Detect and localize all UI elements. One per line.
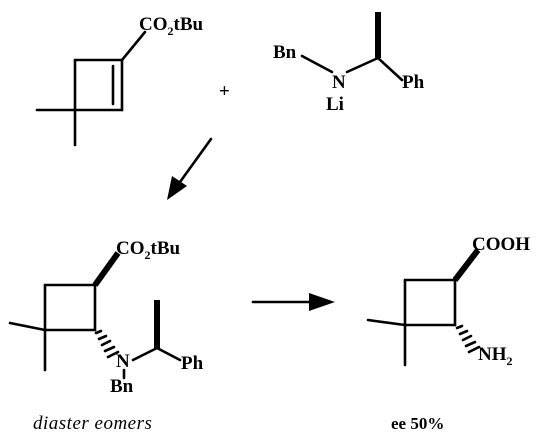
reagent-lithium-amide: Bn N Li Ph — [273, 12, 425, 115]
product-n-label: N — [116, 351, 130, 372]
product-ester-label: CO2tBu — [116, 238, 181, 262]
reagent-n-label: N — [332, 72, 346, 93]
final-acid-label: COOH — [472, 234, 530, 255]
final-amino-acid: COOH NH2 ee 50% — [366, 234, 530, 433]
plus-sign: + — [219, 81, 230, 102]
reaction-arrow-2 — [251, 293, 335, 311]
product-caption: diaster eomers — [33, 413, 152, 434]
reactant-cyclobutene: CO2tBu — [35, 14, 204, 147]
reagent-ph-label: Ph — [402, 72, 425, 93]
final-amine-label: NH2 — [478, 344, 513, 368]
reactant-ester-label: CO2tBu — [139, 14, 204, 38]
final-hashed-bond — [455, 324, 481, 354]
reaction-arrow-1 — [167, 137, 213, 200]
final-caption: ee 50% — [391, 414, 444, 433]
reagent-li-label: Li — [326, 94, 344, 115]
reagent-bn-label: Bn — [273, 42, 297, 63]
product-ph-label: Ph — [181, 353, 204, 374]
product-cyclobutane: CO2tBu N Ph Bn diaster eomers — [8, 238, 204, 434]
product-bn-label: Bn — [110, 376, 134, 397]
product-hashed-bond — [94, 329, 120, 359]
